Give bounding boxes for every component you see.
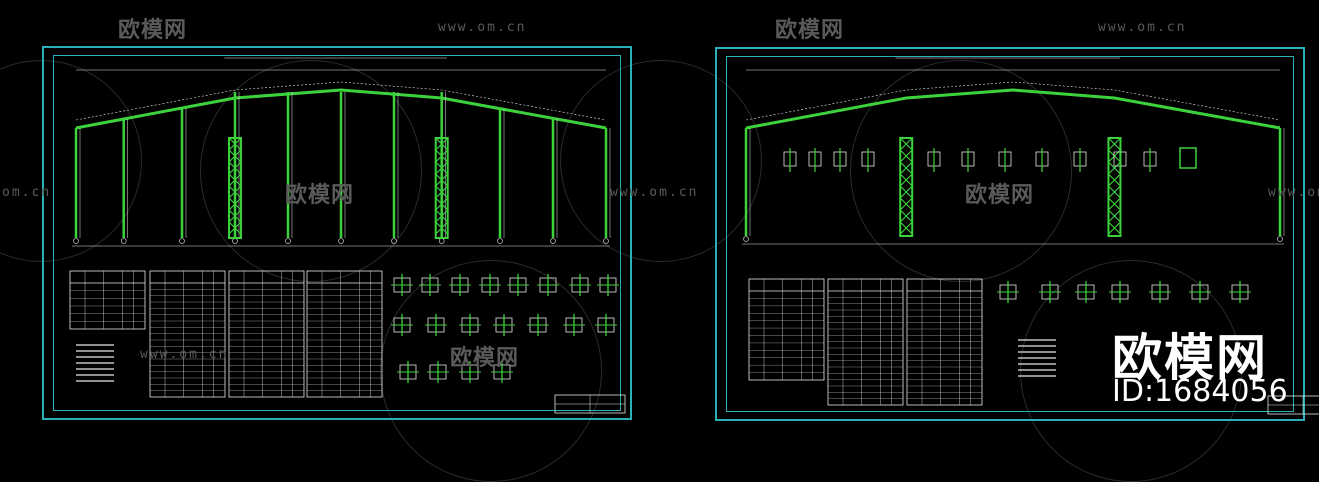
column-base	[438, 238, 445, 244]
brand-name: 欧模网	[1112, 329, 1268, 387]
node-details	[391, 147, 1251, 383]
lattice-brace	[1108, 137, 1121, 151]
purlin-line	[745, 81, 1281, 121]
lattice-brace	[435, 161, 449, 175]
lattice-brace	[435, 209, 449, 223]
lattice-brace	[899, 161, 913, 175]
left-steel-frame-elevation	[72, 57, 611, 247]
material-table	[228, 270, 305, 398]
lattice-brace	[228, 173, 242, 187]
left-sheet-inner-border	[53, 55, 621, 411]
brand-id: ID:1684056	[1112, 374, 1288, 409]
column-base	[179, 238, 185, 244]
column-base	[120, 238, 127, 244]
lattice-brace	[228, 197, 242, 211]
lattice-brace	[435, 197, 449, 211]
lattice-brace	[899, 221, 913, 235]
lattice-brace	[1108, 185, 1121, 199]
lattice-brace	[228, 209, 242, 223]
column-base	[285, 238, 291, 244]
lattice-brace	[228, 161, 242, 175]
lattice-brace	[899, 185, 913, 199]
column-base	[338, 238, 344, 244]
column-base	[391, 238, 397, 244]
column-base	[497, 238, 503, 244]
right-sheet-inner-border	[726, 56, 1294, 412]
lattice-brace	[228, 185, 242, 199]
drawing-tables	[69, 270, 1056, 406]
left-drawing-sheet	[42, 46, 632, 420]
lattice-brace	[1108, 221, 1121, 235]
lattice-brace	[435, 149, 449, 163]
purlin-line	[75, 81, 607, 121]
column-base	[73, 238, 79, 244]
material-table	[149, 270, 226, 398]
lattice-brace	[1108, 209, 1121, 223]
lattice-brace	[1108, 173, 1121, 187]
lattice-brace	[435, 173, 449, 187]
lattice-brace	[899, 137, 913, 151]
column-base	[232, 238, 238, 244]
lattice-brace	[435, 185, 449, 199]
lattice-brace	[228, 149, 242, 163]
lattice-brace	[899, 149, 913, 163]
column-base	[550, 238, 556, 244]
material-table	[827, 278, 904, 406]
title-blocks	[554, 394, 1319, 415]
lattice-brace	[899, 173, 913, 187]
lattice-brace	[899, 209, 913, 223]
lattice-brace	[1108, 161, 1121, 175]
lattice-column	[1107, 137, 1122, 237]
right-steel-frame-elevation	[742, 57, 1285, 245]
lattice-brace	[435, 137, 449, 151]
lattice-column	[228, 137, 242, 239]
roof-beam	[745, 88, 1281, 130]
lattice-brace	[899, 197, 913, 211]
right-drawing-sheet	[715, 47, 1305, 421]
column-base	[1277, 236, 1283, 242]
column-base	[743, 236, 749, 242]
material-table	[906, 278, 983, 406]
lattice-brace	[435, 221, 449, 235]
lattice-column	[899, 137, 914, 237]
material-table	[69, 270, 146, 330]
lattice-brace	[1108, 197, 1121, 211]
cad-drawing-canvas	[69, 57, 1319, 415]
material-table	[306, 270, 383, 398]
material-table	[748, 278, 825, 381]
lattice-column	[434, 137, 449, 239]
lattice-brace	[228, 221, 242, 235]
column-base	[603, 238, 609, 244]
lattice-brace	[228, 137, 242, 151]
section-detail	[1179, 147, 1197, 169]
